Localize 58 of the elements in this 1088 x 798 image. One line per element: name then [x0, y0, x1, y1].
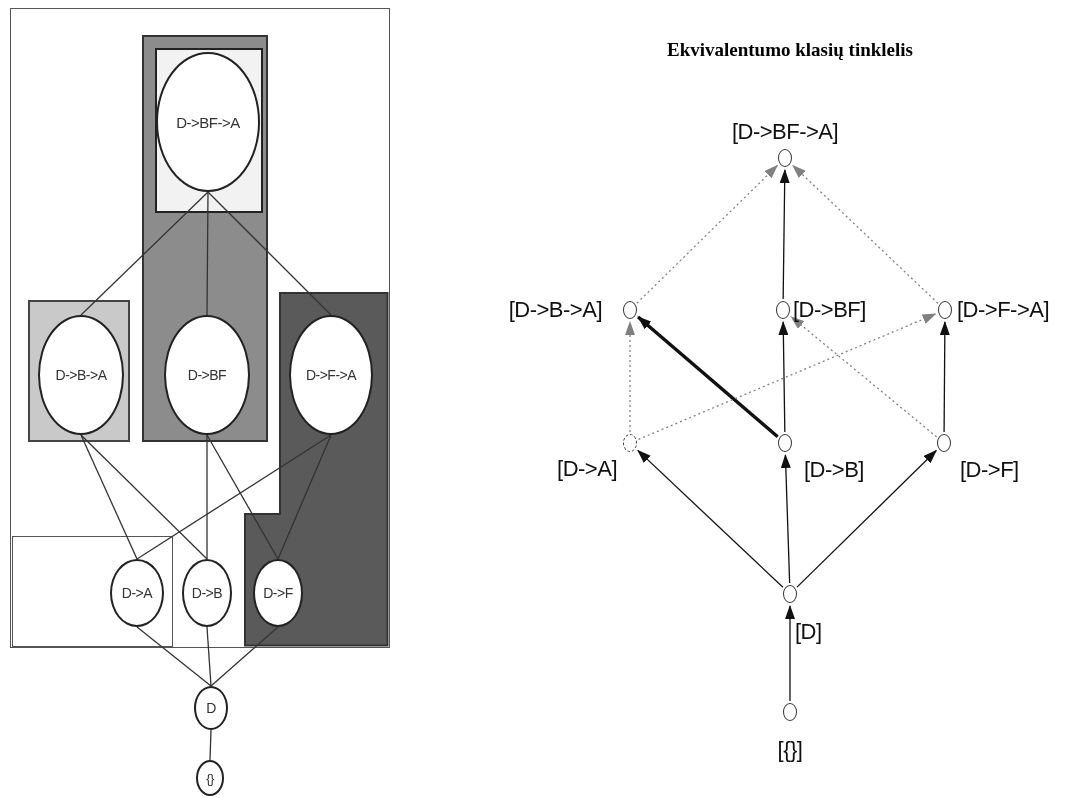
- connector-line: [277, 434, 332, 560]
- connector-line: [80, 191, 209, 316]
- lattice-node: [778, 434, 792, 452]
- lattice-node: [938, 301, 952, 319]
- class-label: [D]: [795, 619, 822, 645]
- arrow: [939, 321, 950, 433]
- arrow: [637, 315, 779, 438]
- connector-line: [210, 626, 279, 687]
- arrow: [780, 454, 791, 584]
- arrow: [637, 313, 937, 441]
- region-box: [11, 536, 173, 647]
- ellipse-node: {}: [196, 760, 224, 796]
- arrow: [636, 164, 778, 304]
- arrow: [790, 316, 938, 438]
- class-label: [D->F]: [960, 457, 1019, 483]
- class-label: [D->A]: [557, 456, 617, 482]
- ellipse-node: D->B: [182, 559, 232, 627]
- ellipse-node: D->BF: [164, 315, 250, 435]
- ellipse-node: D->B->A: [38, 315, 124, 435]
- connector-line: [206, 434, 279, 560]
- connector-line: [136, 434, 332, 560]
- lattice-node: [623, 301, 637, 319]
- connector-line: [209, 729, 212, 761]
- region-box: [10, 8, 390, 648]
- arrow: [792, 164, 939, 304]
- arrow: [625, 321, 635, 433]
- region-box: [142, 35, 268, 442]
- class-label: [D->B]: [804, 457, 864, 483]
- region-box: [155, 48, 263, 213]
- connector-line: [136, 626, 212, 687]
- connector-line: [207, 191, 332, 316]
- ellipse-node: D: [194, 686, 228, 730]
- connector-line: [80, 434, 138, 560]
- ellipse-node: D->A: [110, 559, 164, 627]
- lattice-node: [778, 149, 792, 167]
- connector-line: [206, 434, 208, 560]
- diagram-title: Ekvivalentumo klasių tinklelis: [667, 39, 913, 61]
- class-label: [D->BF->A]: [731, 119, 839, 145]
- connector-line: [80, 434, 208, 560]
- lattice-node: [937, 434, 951, 452]
- class-label: [D->B->A]: [508, 297, 602, 323]
- class-label: [D->BF]: [793, 297, 866, 323]
- lattice-node: [623, 434, 637, 452]
- class-label: [D->F->A]: [957, 297, 1050, 323]
- connector-line: [206, 191, 209, 316]
- lattice-node: [783, 703, 797, 721]
- arrow: [796, 449, 937, 588]
- connector-line: [206, 626, 212, 687]
- region-shape: [244, 292, 389, 647]
- arrow: [778, 321, 789, 433]
- arrow: [637, 449, 784, 588]
- ellipse-node: D->BF->A: [156, 52, 260, 192]
- arrow: [779, 169, 790, 300]
- lattice-node: [783, 585, 797, 603]
- class-label: [{}]: [777, 737, 803, 763]
- arrow: [785, 605, 795, 702]
- lattice-node: [776, 301, 790, 319]
- region-box: [28, 300, 130, 442]
